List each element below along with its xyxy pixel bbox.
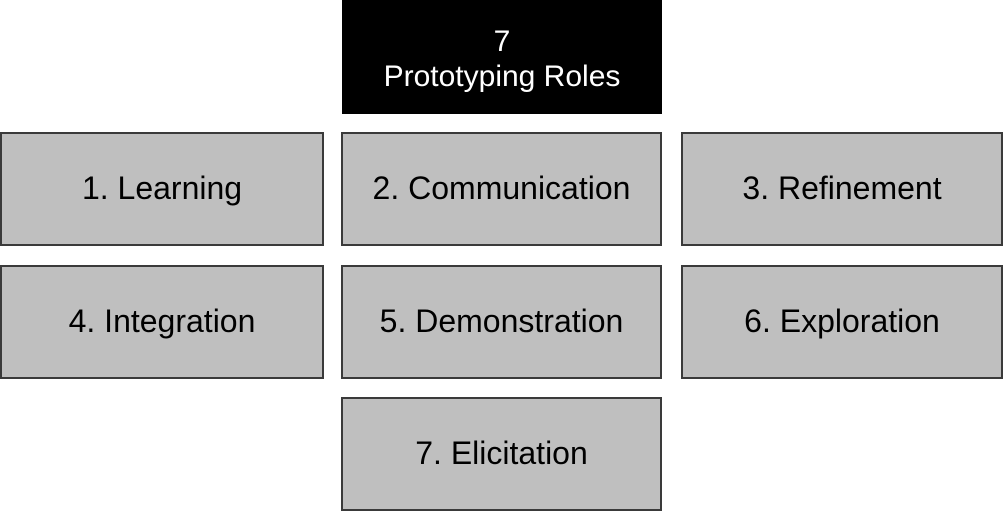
role-node-communication: 2. Communication: [341, 132, 662, 246]
role-node-exploration: 6. Exploration: [681, 265, 1003, 379]
roles-count: 7: [493, 24, 511, 58]
role-label: 6. Exploration: [744, 303, 940, 340]
role-label: 4. Integration: [68, 303, 256, 340]
role-node-demonstration: 5. Demonstration: [341, 265, 662, 379]
role-label: 5. Demonstration: [379, 303, 624, 340]
role-label: 2. Communication: [372, 170, 631, 207]
role-label: 1. Learning: [81, 170, 243, 207]
role-node-elicitation: 7. Elicitation: [341, 397, 662, 511]
diagram-title: Prototyping Roles: [383, 60, 621, 93]
role-label: 7. Elicitation: [415, 435, 588, 472]
role-node-refinement: 3. Refinement: [681, 132, 1003, 246]
role-node-learning: 1. Learning: [0, 132, 324, 246]
role-label: 3. Refinement: [742, 170, 942, 207]
diagram-title-box: 7 Prototyping Roles: [342, 0, 662, 114]
role-node-integration: 4. Integration: [0, 265, 324, 379]
